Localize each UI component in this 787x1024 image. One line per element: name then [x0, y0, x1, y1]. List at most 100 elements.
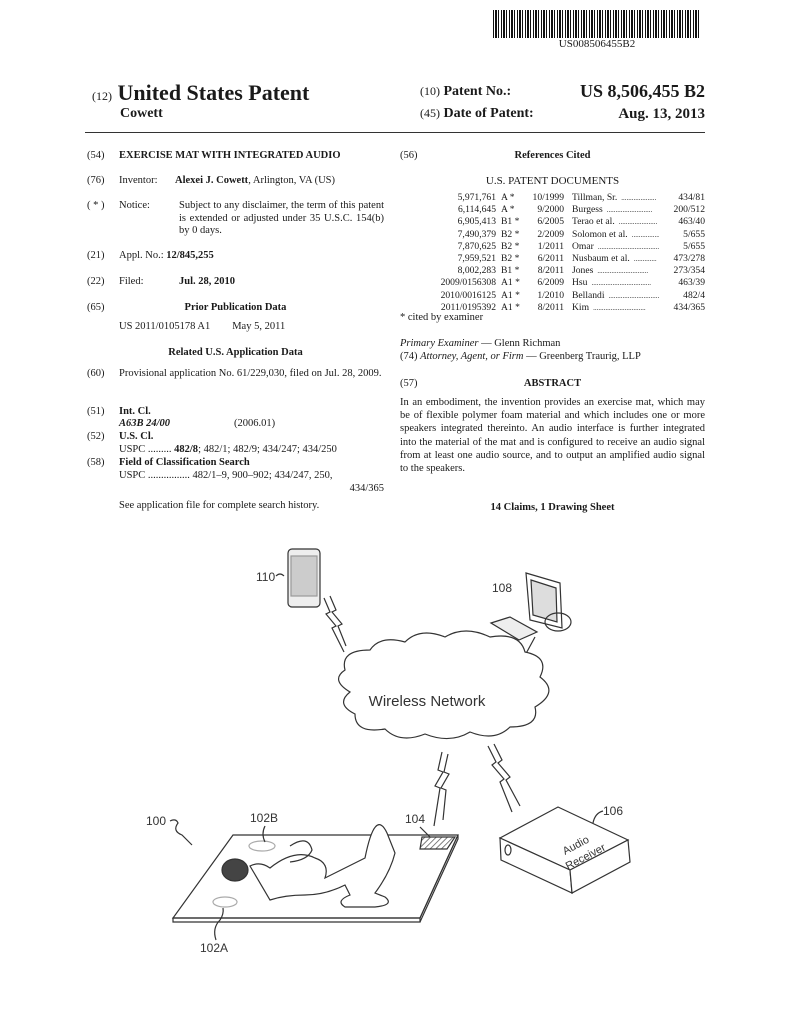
reference-no: 6,114,645 — [457, 204, 496, 216]
computer-icon — [489, 572, 572, 641]
reference-cls: 473/278 — [673, 253, 705, 265]
reference-kind: A1 * — [501, 301, 520, 313]
reference-name: Omar — [572, 240, 594, 252]
reference-name: Tillman, Sr. — [572, 192, 618, 203]
label: U.S. Cl. — [119, 431, 154, 442]
reference-date: 6/2009 — [537, 277, 564, 289]
reference-name: Hsu — [572, 277, 588, 289]
invention-title: EXERCISE MAT WITH INTEGRATED AUDIO — [119, 150, 341, 161]
reference-no: 2011/0195392 — [440, 301, 496, 313]
leader-dots: ............................. — [597, 267, 649, 276]
filed-date: Jul. 28, 2010 — [179, 276, 236, 287]
reference-no: 7,959,521 — [457, 253, 496, 265]
leader-dots: .......................... — [606, 206, 653, 215]
label: Primary Examiner — [400, 338, 479, 349]
reference-cls: 463/39 — [678, 277, 705, 289]
code: (51) — [87, 406, 105, 417]
int-class-year: (2006.01) — [234, 418, 276, 429]
reference-no: 6,905,413 — [457, 216, 496, 228]
label: Inventor: — [119, 175, 158, 186]
label-100: 100 — [146, 814, 166, 828]
code: (52) — [87, 431, 105, 442]
code: (58) — [87, 457, 105, 468]
code: (22) — [87, 276, 105, 287]
barcode-number: US008506455B2 — [558, 38, 636, 50]
reference-name: Terao et al. — [572, 216, 615, 228]
date-label: Date of Patent: — [443, 106, 534, 121]
reference-name: Kim — [572, 301, 590, 313]
reference-date: 1/2011 — [537, 240, 564, 252]
reference-no: 2010/0016125 — [440, 289, 496, 301]
audio-receiver-icon: Audio Receiver — [498, 806, 631, 894]
reference-name-cell: Bellandi............................... — [564, 290, 659, 302]
uspc-rest: ; 482/1; 482/9; 434/247; 434/250 — [198, 444, 337, 455]
leader-dots: ...................... — [618, 218, 658, 227]
wireless-signal-icon — [323, 595, 347, 653]
patent-date: Aug. 13, 2013 — [618, 106, 705, 122]
audio-interface-icon — [419, 836, 457, 850]
prior-publication-date: May 5, 2011 — [232, 321, 286, 332]
reference-name-cell: Nusbaum et al.............. — [564, 253, 659, 265]
label-102b: 102B — [250, 811, 278, 825]
label-110: 110 — [256, 570, 275, 584]
code: (65) — [87, 302, 105, 313]
label-108: 108 — [492, 581, 512, 595]
reference-name-cell: Tillman, Sr..................... — [564, 192, 659, 204]
leader-dots: .............................. — [593, 303, 646, 312]
reference-date: 8/2011 — [537, 301, 564, 313]
leader-dots: ............................... — [608, 291, 659, 300]
reference-cls: 5/655 — [683, 228, 705, 240]
code: (56) — [400, 150, 418, 161]
leader-dots: ............. — [633, 255, 657, 264]
label-104: 104 — [405, 812, 425, 826]
search-note: See application file for complete search… — [119, 500, 320, 511]
reference-name-cell: Omar................................... — [564, 241, 659, 253]
wireless-signal-icon — [487, 743, 521, 813]
inventor-name: Alexei J. Cowett — [175, 175, 249, 186]
document-title: United States Patent — [117, 80, 310, 105]
reference-kind: A1 * — [501, 289, 520, 301]
label-106: 106 — [603, 804, 623, 818]
code: (10) — [420, 84, 440, 98]
reference-cls: 482/4 — [683, 289, 705, 301]
reference-no: 7,870,625 — [457, 240, 496, 252]
patent-number-line: (10) Patent No.:US 8,506,455 B2 — [420, 81, 705, 101]
reference-name: Nusbaum et al. — [572, 253, 630, 265]
code: (54) — [87, 150, 105, 161]
section-heading: ABSTRACT — [523, 378, 582, 389]
patent-no-label: Patent No.: — [443, 84, 512, 99]
reference-cls: 273/354 — [673, 265, 705, 277]
int-class: A63B 24/00 — [119, 418, 171, 429]
reference-name: Jones — [572, 265, 594, 277]
label-102a: 102A — [200, 941, 228, 955]
code: ( * ) — [87, 200, 105, 211]
search-field-cont: 434/365 — [349, 483, 384, 494]
reference-name-cell: Kim.............................. — [564, 302, 659, 314]
reference-name: Bellandi — [572, 289, 605, 301]
reference-kind: A1 * — [501, 277, 520, 289]
reference-name-cell: Hsu.................................. — [564, 277, 659, 289]
attorney-name: — Greenberg Traurig, LLP — [523, 351, 641, 362]
code: (60) — [87, 368, 105, 379]
speaker-a-icon — [212, 896, 238, 908]
uspc-prefix: USPC ......... — [119, 444, 172, 455]
reference-no: 2009/0156308 — [440, 277, 496, 289]
inventor-surname: Cowett — [120, 106, 163, 121]
reference-kind: A * — [501, 192, 515, 203]
leader-dots: ................................... — [597, 242, 659, 251]
patent-drawing: 110 108 Wireless Network 100 102B 102A 1… — [146, 548, 631, 955]
patent-type: (12) United States Patent — [92, 80, 309, 106]
cloud-icon — [338, 630, 550, 740]
abstract-text: In an embodiment, the invention provides… — [400, 397, 705, 475]
reference-date: 2/2009 — [537, 228, 564, 240]
code: (74) — [400, 351, 418, 362]
code: (21) — [87, 250, 105, 261]
reference-date: 6/2005 — [537, 216, 564, 228]
reference-date: 10/1999 — [532, 192, 564, 203]
label: Appl. No.: — [119, 250, 164, 261]
